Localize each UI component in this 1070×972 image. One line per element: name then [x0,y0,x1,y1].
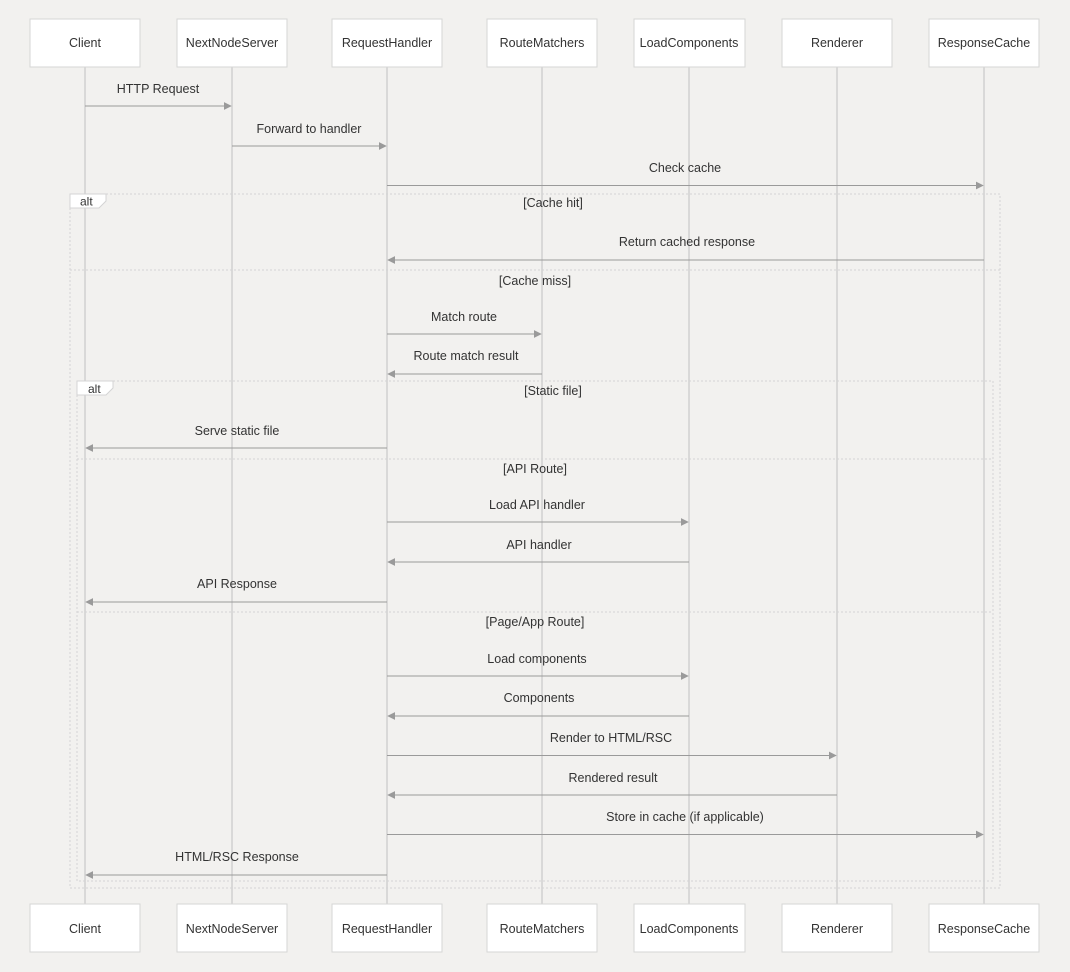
actor-renderer-top: Renderer [781,18,893,68]
message-forward-to-handler: Forward to handler [232,122,387,150]
actor-label: LoadComponents [640,922,739,936]
actor-requesthandler-top: RequestHandler [331,18,443,68]
actor-nextnodeserver-top: NextNodeServer [176,18,288,68]
actor-label: RouteMatchers [500,922,585,936]
message-load-api-handler: Load API handler [387,498,689,526]
actor-requesthandler-bottom: RequestHandler [331,903,443,953]
actor-box [331,903,443,953]
message-label: Check cache [649,161,721,175]
actor-label: Renderer [811,922,863,936]
alt-frame-cache-label: alt [80,195,93,209]
message-label: API handler [506,538,571,552]
actor-box [176,18,288,68]
alt-frame-route: alt [Static file] [API Route] [Page/App … [76,380,994,882]
alt-condition-cache-miss: [Cache miss] [499,274,571,288]
actor-box [331,18,443,68]
message-api-response: API Response [85,577,387,606]
actor-label: NextNodeServer [186,36,278,50]
actors-bottom: Client NextNodeServer RequestHandler Rou… [29,903,1040,953]
actor-responsecache-top: ResponseCache [928,18,1040,68]
message-label: Serve static file [195,424,280,438]
alt-frame-cache-tag [69,193,107,209]
alt-frame-cache-border [69,193,1001,889]
message-route-match-result: Route match result [387,349,542,378]
actor-label: Client [69,922,101,936]
message-label: Return cached response [619,235,755,249]
actor-label: RequestHandler [342,922,432,936]
actor-renderer-bottom: Renderer [781,903,893,953]
alt-condition-static-file: [Static file] [524,384,582,398]
message-api-handler: API handler [387,538,689,566]
message-label: Route match result [414,349,519,363]
message-load-components: Load components [387,652,689,680]
actors-top: Client NextNodeServer RequestHandler Rou… [29,18,1040,68]
alt-frame-cache: alt [Cache hit] [Cache miss] [69,193,1001,889]
message-store-in-cache: Store in cache (if applicable) [387,810,984,839]
message-label: Render to HTML/RSC [550,731,672,745]
actor-loadcomponents-bottom: LoadComponents [633,903,746,953]
message-return-cached-response: Return cached response [387,235,984,264]
actor-box [486,903,598,953]
actor-nextnodeserver-bottom: NextNodeServer [176,903,288,953]
message-label: Store in cache (if applicable) [606,810,764,824]
actor-client-top: Client [29,18,141,68]
actor-box [29,18,141,68]
actor-box [928,18,1040,68]
message-http-request: HTTP Request [85,82,232,110]
actor-label: NextNodeServer [186,922,278,936]
actor-box [486,18,598,68]
actor-loadcomponents-top: LoadComponents [633,18,746,68]
message-rendered-result: Rendered result [387,771,837,799]
message-serve-static-file: Serve static file [85,424,387,452]
actor-responsecache-bottom: ResponseCache [928,903,1040,953]
alt-condition-api-route: [API Route] [503,462,567,476]
actor-box [928,903,1040,953]
actor-label: LoadComponents [640,36,739,50]
actor-box [781,903,893,953]
actor-label: RouteMatchers [500,36,585,50]
message-check-cache: Check cache [387,161,984,190]
actor-box [781,18,893,68]
message-label: HTTP Request [117,82,200,96]
actor-label: Client [69,36,101,50]
message-label: Rendered result [569,771,658,785]
actor-box [633,903,746,953]
message-match-route: Match route [387,310,542,338]
actor-label: Renderer [811,36,863,50]
message-label: Match route [431,310,497,324]
message-html-rsc-response: HTML/RSC Response [85,850,387,879]
actor-client-bottom: Client [29,903,141,953]
message-label: Forward to handler [257,122,362,136]
message-label: Components [504,691,575,705]
message-render-to-html-rsc: Render to HTML/RSC [387,731,837,760]
alt-frame-route-label: alt [88,382,101,396]
actor-label: RequestHandler [342,36,432,50]
actor-routematchers-bottom: RouteMatchers [486,903,598,953]
actor-box [633,18,746,68]
message-label: HTML/RSC Response [175,850,299,864]
lifelines [84,67,985,904]
actor-box [176,903,288,953]
alt-frame-route-border [76,380,994,882]
message-components: Components [387,691,689,720]
alt-frame-route-tag [76,380,114,396]
actor-label: ResponseCache [938,922,1030,936]
alt-condition-page-app-route: [Page/App Route] [486,615,585,629]
actor-routematchers-top: RouteMatchers [486,18,598,68]
actor-label: ResponseCache [938,36,1030,50]
message-label: API Response [197,577,277,591]
actor-box [29,903,141,953]
message-label: Load API handler [489,498,585,512]
messages: HTTP Request Forward to handler Check ca… [85,82,984,879]
alt-condition-cache-hit: [Cache hit] [523,196,583,210]
message-label: Load components [487,652,586,666]
